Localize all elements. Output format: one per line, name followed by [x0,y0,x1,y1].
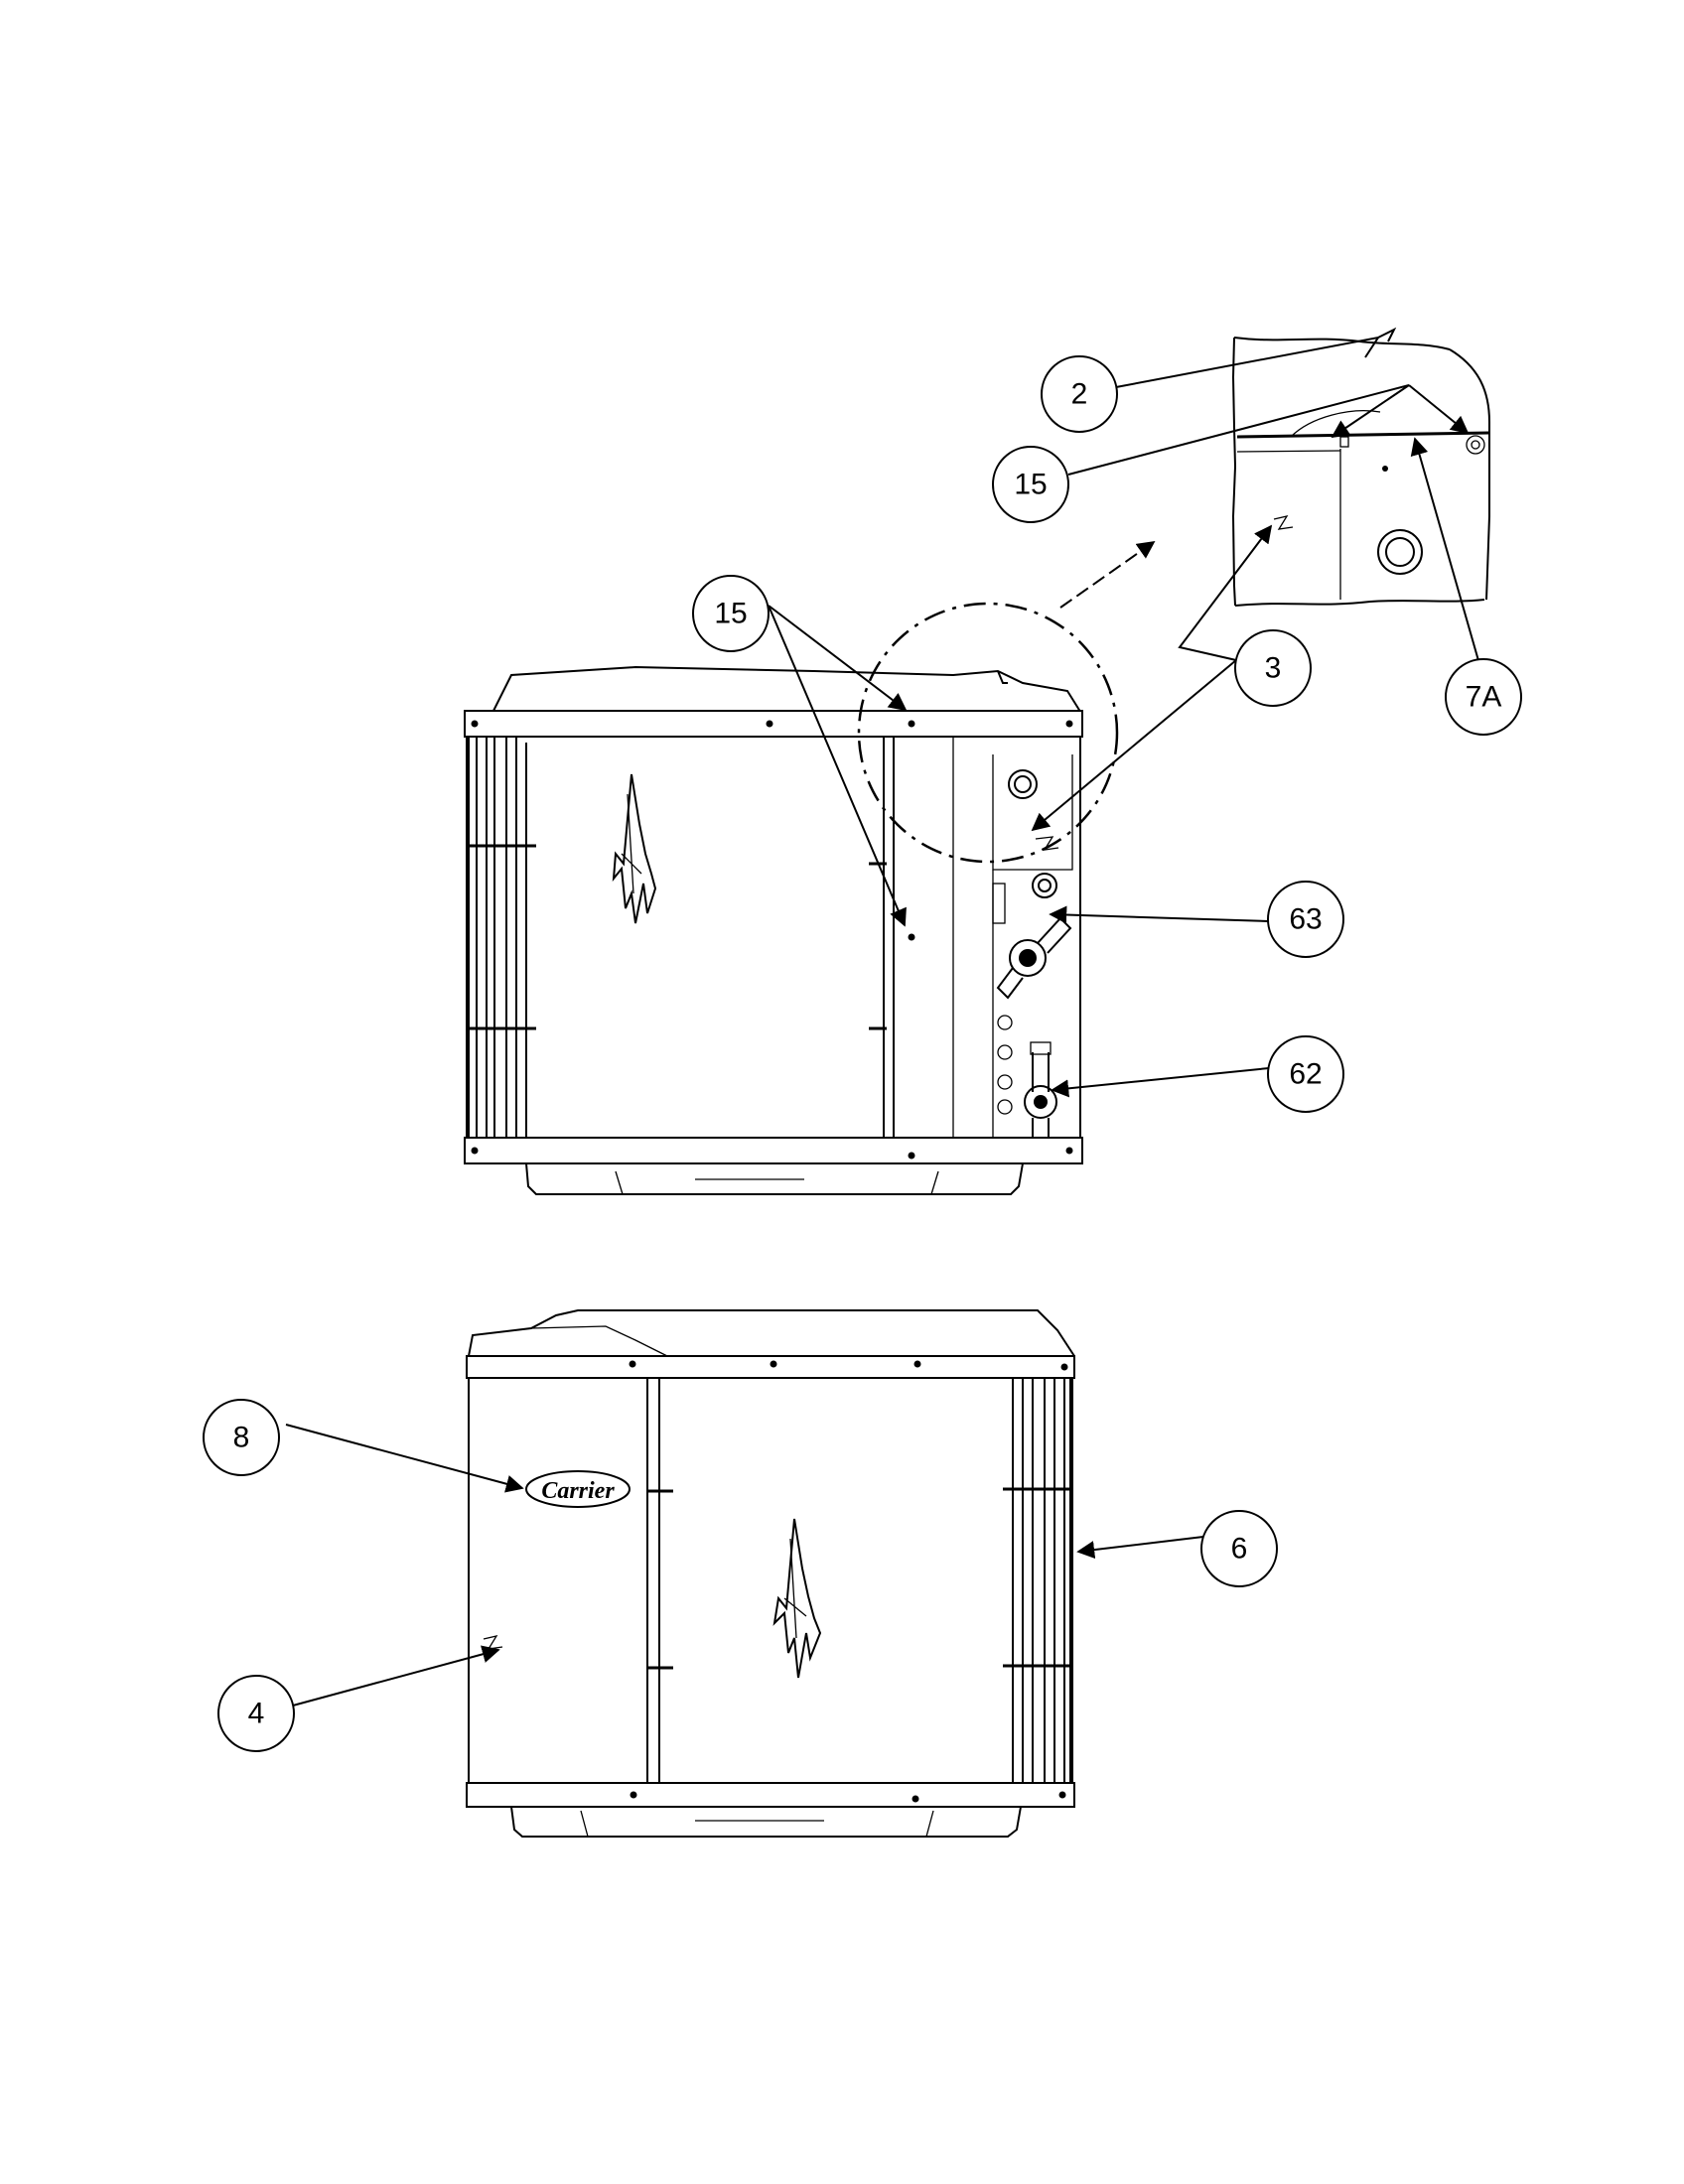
callout-8-label: 8 [233,1422,250,1454]
callout-6: 6 [1200,1510,1278,1587]
liquid-service-valve [1024,1041,1057,1138]
callout-15-main: 15 [692,575,770,652]
detail-view [1231,337,1490,607]
callout-15-detail: 15 [992,446,1069,523]
top-rail [466,1355,1075,1379]
service-side-unit [464,665,1083,1195]
top-rail [464,710,1083,738]
callout-4-label: 4 [248,1698,265,1730]
callout-4: 4 [217,1675,295,1752]
suction-service-valve [996,916,1072,1000]
callout-63-label: 63 [1289,903,1322,936]
carrier-badge [525,1470,631,1508]
callout-3-label: 3 [1265,652,1282,685]
callout-8: 8 [203,1399,280,1476]
callout-62-label: 62 [1289,1058,1322,1091]
callout-7a-label: 7A [1466,681,1502,714]
bottom-rail [464,1137,1083,1164]
callout-62: 62 [1267,1035,1344,1113]
callout-15-main-label: 15 [714,598,747,630]
bottom-rail [466,1782,1075,1808]
callout-2-label: 2 [1071,378,1088,411]
carrier-logo-text: Carrier [541,1478,615,1504]
callout-3: 3 [1234,629,1312,707]
callout-63: 63 [1267,881,1344,958]
detail-arrow [1059,540,1156,609]
callout-6-label: 6 [1231,1533,1248,1566]
callout-15-detail-label: 15 [1014,469,1047,501]
detail-circle [857,602,1119,864]
callout-2: 2 [1041,355,1118,433]
callout-7a: 7A [1445,658,1522,736]
leader-lines [285,327,1482,1706]
front-view-unit: Carrier [466,1309,1075,1838]
